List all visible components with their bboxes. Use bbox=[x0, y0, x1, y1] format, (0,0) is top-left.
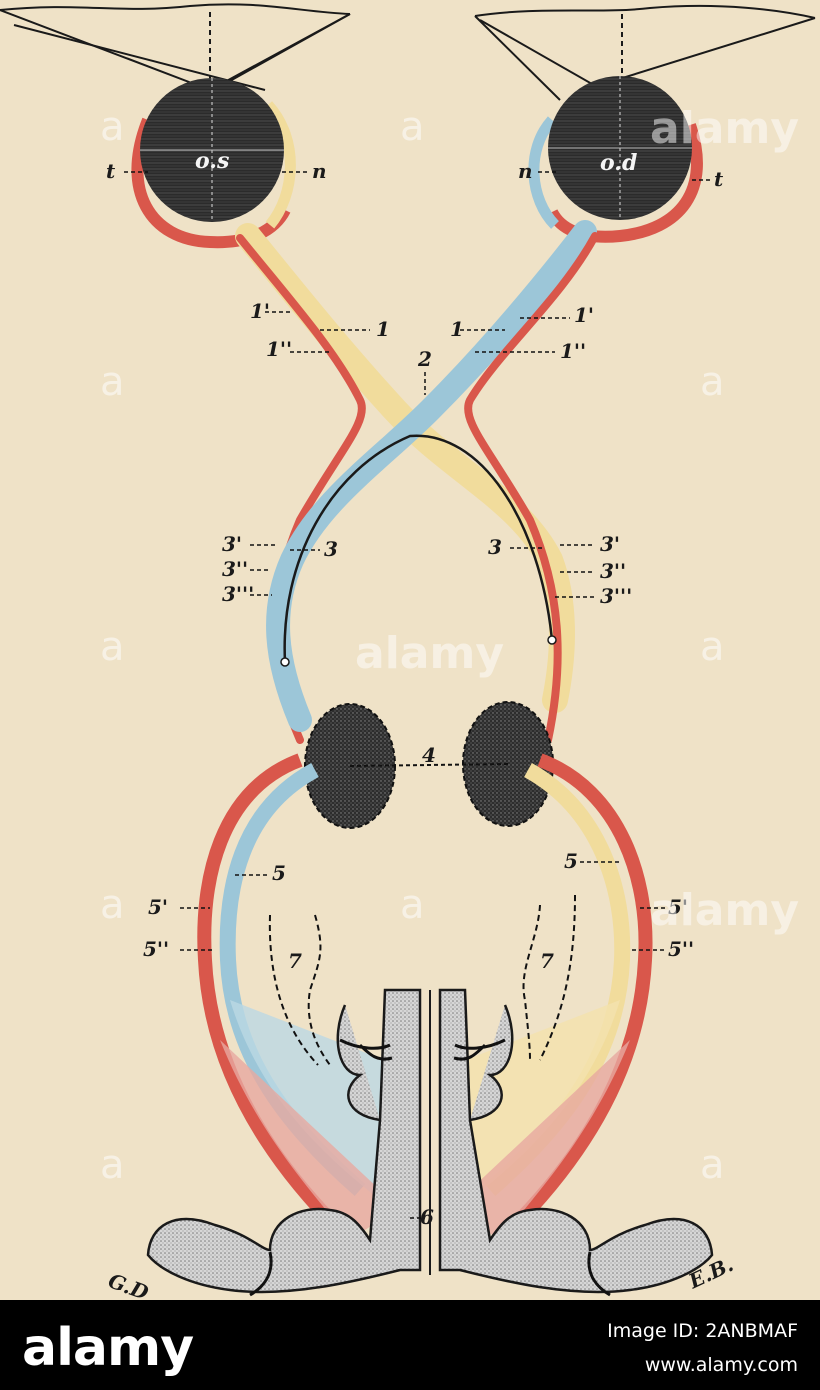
label-1-right: 1 bbox=[450, 317, 464, 341]
footer-bar: alamy Image ID: 2ANBMAF www.alamy.com bbox=[0, 1300, 820, 1390]
label-3ppp-right: 3''' bbox=[600, 584, 632, 608]
label-3p-right: 3' bbox=[600, 532, 620, 556]
label-t-right: t bbox=[714, 167, 724, 191]
watermark-mark-1: a bbox=[100, 104, 125, 150]
geniculate-bodies bbox=[304, 701, 554, 829]
label-right-eye: o.d bbox=[600, 150, 637, 176]
label-t-left: t bbox=[106, 159, 116, 183]
label-n-right: n bbox=[518, 159, 533, 183]
watermark-mark-8: a bbox=[400, 882, 425, 928]
label-1p-right: 1' bbox=[574, 303, 594, 327]
label-6: 6 bbox=[420, 1205, 434, 1229]
optic-radiations bbox=[197, 753, 653, 1240]
label-5-right: 5 bbox=[564, 849, 578, 873]
right-eye bbox=[528, 76, 703, 243]
watermark-mark-4: a bbox=[700, 359, 725, 405]
label-5p-left: 5' bbox=[148, 895, 168, 919]
label-3-left: 3 bbox=[324, 537, 338, 561]
label-1-left: 1 bbox=[376, 317, 390, 341]
label-1pp-right: 1'' bbox=[560, 339, 586, 363]
label-3-right: 3 bbox=[488, 535, 502, 559]
left-eye bbox=[131, 78, 296, 249]
label-7-right: 7 bbox=[540, 949, 554, 973]
label-5pp-right: 5'' bbox=[668, 937, 694, 961]
optic-nerves-chiasm bbox=[235, 220, 599, 744]
diagram-canvas: o.s o.d t n n t 1' 1 1'' 2 1 1' 1'' 3' 3… bbox=[0, 3, 816, 1305]
radiation-dashes bbox=[268, 894, 576, 1066]
label-3pp-right: 3'' bbox=[600, 559, 626, 583]
watermark-mark-9: a bbox=[100, 1142, 125, 1188]
watermark-top-right: alamy bbox=[650, 103, 799, 154]
watermark-center: alamy bbox=[355, 628, 504, 679]
label-3ppp-left: 3''' bbox=[222, 582, 254, 606]
leader-lines bbox=[124, 171, 710, 1219]
brand-logo[interactable]: alamy bbox=[22, 1318, 194, 1378]
label-n-left: n bbox=[312, 159, 327, 183]
label-3p-left: 3' bbox=[222, 532, 242, 556]
label-5p-right: 5' bbox=[668, 895, 688, 919]
watermark-mark-10: a bbox=[700, 1142, 725, 1188]
signature-left: G.D bbox=[105, 1268, 152, 1300]
label-4: 4 bbox=[422, 743, 436, 767]
label-3pp-left: 3'' bbox=[222, 557, 248, 581]
label-2: 2 bbox=[417, 347, 432, 371]
watermark-mark-5: a bbox=[100, 624, 125, 670]
label-1p-left: 1' bbox=[250, 299, 270, 323]
occipital-cortex bbox=[146, 988, 714, 1297]
diagram-labels: o.s o.d t n n t 1' 1 1'' 2 1 1' 1'' 3' 3… bbox=[105, 148, 737, 1305]
watermark-mark-3: a bbox=[100, 359, 125, 405]
watermark-bottom-right: alamy bbox=[650, 885, 799, 936]
site-url[interactable]: www.alamy.com bbox=[644, 1354, 798, 1376]
watermark-mark-7: a bbox=[100, 882, 125, 928]
label-5pp-left: 5'' bbox=[143, 937, 169, 961]
label-5-left: 5 bbox=[272, 861, 286, 885]
watermark-mark-6: a bbox=[700, 624, 725, 670]
watermarks: alamy alamy alamy a a a a a a a a a a bbox=[100, 103, 799, 1188]
watermark-mark-2: a bbox=[400, 104, 425, 150]
label-1pp-left: 1'' bbox=[266, 337, 292, 361]
image-id: Image ID: 2ANBMAF bbox=[607, 1320, 798, 1342]
label-7-left: 7 bbox=[288, 949, 302, 973]
label-left-eye: o.s bbox=[195, 148, 229, 174]
optic-pathway-diagram: o.s o.d t n n t 1' 1 1'' 2 1 1' 1'' 3' 3… bbox=[0, 3, 816, 1305]
